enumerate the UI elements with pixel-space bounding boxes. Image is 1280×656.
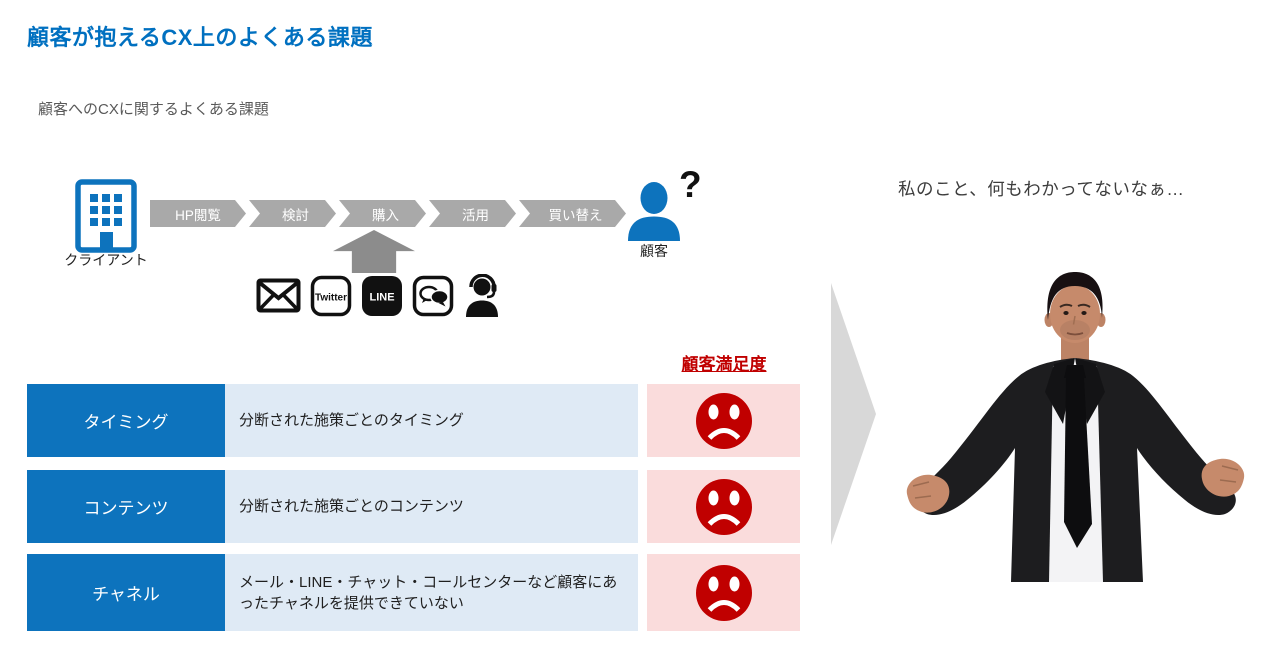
issue-desc-timing: 分断された施策ごとのタイミング <box>225 384 638 457</box>
client-label: クライアント <box>64 252 148 268</box>
big-right-arrow <box>831 283 876 545</box>
chat-icon <box>412 275 454 322</box>
satisfaction-cell <box>647 470 800 543</box>
issue-desc-channel: メール・LINE・チャット・コールセンターなど顧客にあったチャネルを提供できてい… <box>225 554 638 631</box>
sad-face-icon <box>695 392 752 449</box>
stage-purchase: 購入 <box>339 200 426 227</box>
sad-face-icon <box>695 564 752 621</box>
shrugging-man-photo <box>903 272 1248 587</box>
stage-replace: 買い替え <box>519 200 626 227</box>
question-mark: ? <box>679 164 702 205</box>
twitter-label: Twitter <box>315 292 347 303</box>
twitter-icon: Twitter <box>310 275 352 322</box>
stage-consider: 検討 <box>249 200 336 227</box>
issue-desc-content: 分断された施策ごとのコンテンツ <box>225 470 638 543</box>
call-center-icon <box>463 273 503 323</box>
channel-icons: Twitter LINE <box>256 273 503 323</box>
issue-label-timing: タイミング <box>27 384 225 457</box>
customer-icon <box>626 181 682 246</box>
customer-quote: 私のこと、何もわかってないなぁ… <box>898 179 1185 199</box>
issue-label-channel: チャネル <box>27 554 225 631</box>
page-subtitle: 顧客へのCXに関するよくある課題 <box>38 101 269 118</box>
stage-hp: HP閲覧 <box>150 200 246 227</box>
line-icon: LINE <box>361 275 403 322</box>
issue-label-content: コンテンツ <box>27 470 225 543</box>
satisfaction-cell <box>647 554 800 631</box>
satisfaction-header: 顧客満足度 <box>681 355 767 374</box>
client-building-icon <box>75 179 137 258</box>
page-title: 顧客が抱えるCX上のよくある課題 <box>27 25 373 50</box>
email-icon <box>256 278 301 318</box>
customer-label: 顧客 <box>640 243 668 259</box>
line-label: LINE <box>369 291 394 303</box>
up-arrow <box>333 230 415 273</box>
satisfaction-cell <box>647 384 800 457</box>
stage-use: 活用 <box>429 200 516 227</box>
sad-face-icon <box>695 478 752 535</box>
journey-flow: HP閲覧 検討 購入 活用 買い替え <box>150 200 626 227</box>
